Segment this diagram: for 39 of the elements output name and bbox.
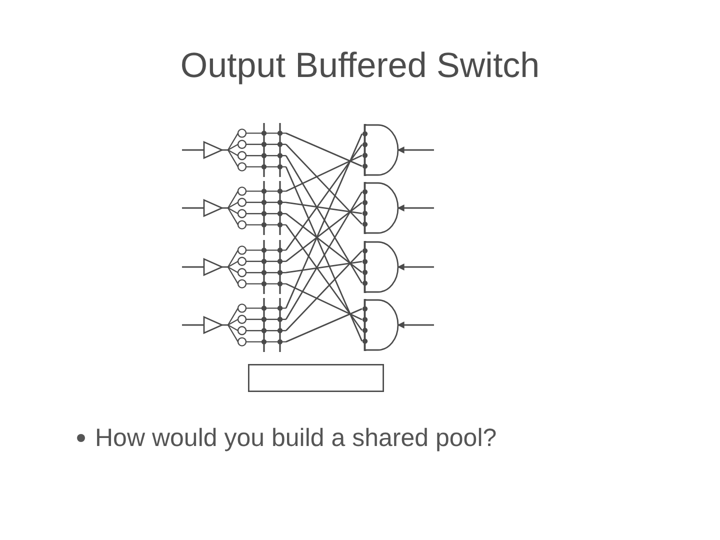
wire bbox=[285, 166, 363, 342]
buffer-triangle bbox=[204, 317, 222, 333]
wire bbox=[286, 250, 362, 332]
wire bbox=[286, 154, 362, 192]
output-mux bbox=[362, 298, 398, 352]
output-mux bbox=[362, 240, 398, 294]
bullet-text: How would you build a shared pool? bbox=[95, 423, 497, 453]
arrow bbox=[397, 146, 434, 154]
wire bbox=[285, 144, 363, 251]
wire bbox=[286, 260, 362, 274]
outlined-box bbox=[248, 364, 384, 392]
input-line bbox=[182, 266, 204, 268]
queue-bank bbox=[228, 122, 286, 178]
arrow bbox=[397, 322, 434, 328]
input-line bbox=[182, 207, 204, 209]
wire bbox=[285, 191, 363, 320]
output-mux bbox=[362, 123, 398, 177]
wire bbox=[285, 134, 363, 308]
arrow bbox=[397, 204, 434, 212]
queue-bank bbox=[228, 239, 286, 295]
input-line bbox=[182, 324, 204, 326]
wire bbox=[285, 224, 363, 331]
queue-bank bbox=[228, 180, 286, 236]
buffer-triangle bbox=[204, 142, 222, 158]
queue-bank bbox=[228, 297, 286, 353]
wire bbox=[286, 202, 362, 262]
output-mux bbox=[362, 181, 398, 235]
wire bbox=[286, 308, 362, 342]
arrow bbox=[397, 264, 434, 270]
buffer-triangle bbox=[204, 259, 222, 275]
wire bbox=[286, 132, 362, 167]
wire bbox=[285, 155, 363, 284]
slide-title: Output Buffered Switch bbox=[180, 46, 540, 86]
wire bbox=[286, 283, 362, 320]
wire bbox=[286, 144, 362, 225]
wire bbox=[286, 213, 362, 273]
wire bbox=[286, 202, 362, 214]
buffer-triangle bbox=[204, 200, 222, 216]
input-line bbox=[182, 149, 204, 151]
